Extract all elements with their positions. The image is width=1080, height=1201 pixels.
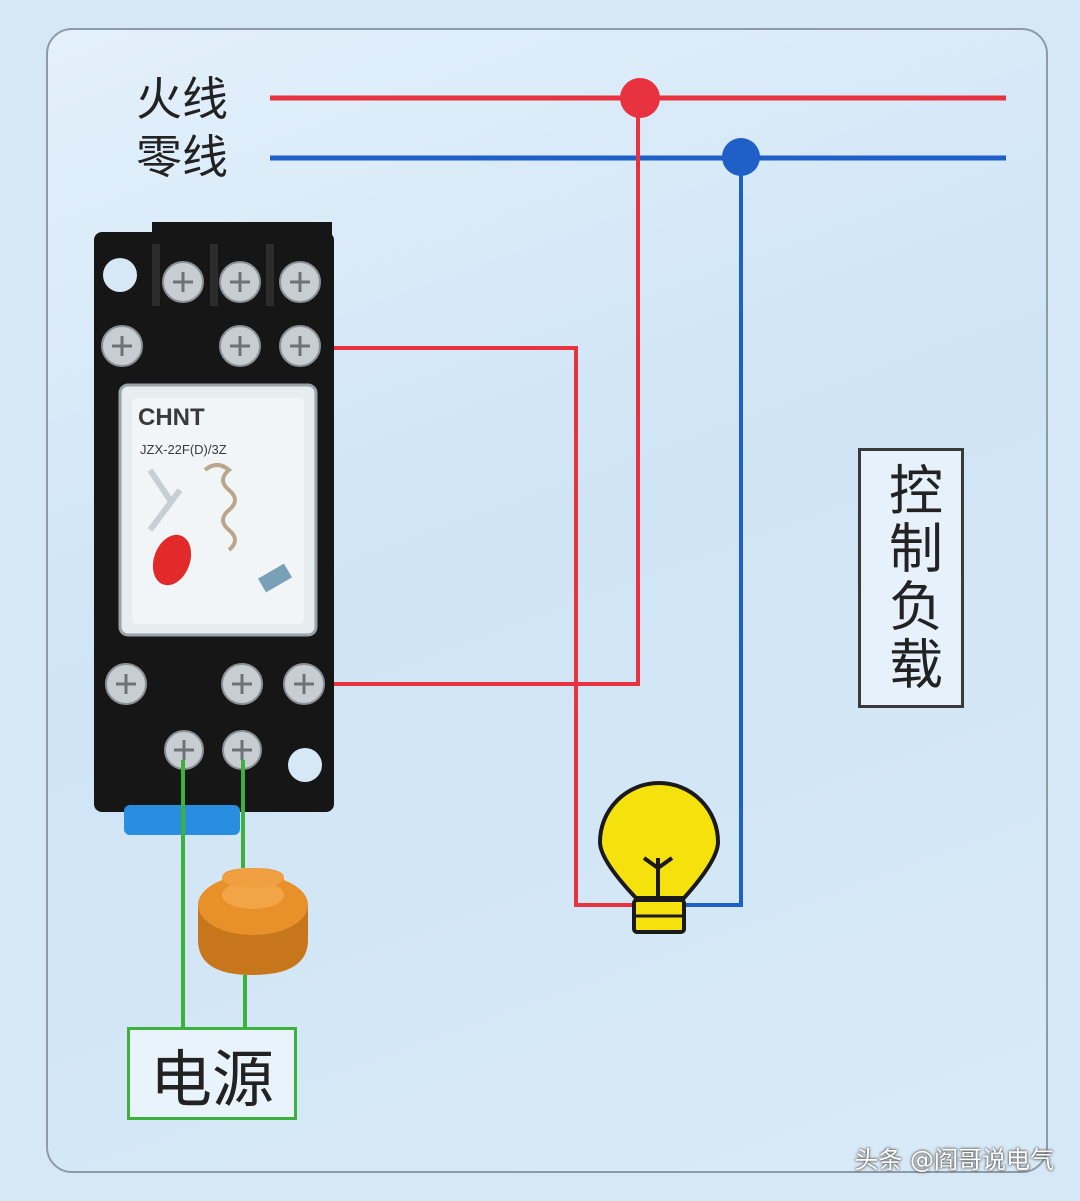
power-source-label: 电源 (149, 1042, 274, 1116)
control-load-box: 控制负载 (858, 448, 964, 708)
indicator-led (152, 534, 192, 586)
relay-cover (118, 383, 318, 637)
relay-model: JZX-22F(D)/3Z (140, 442, 227, 457)
live-junction-dot (620, 78, 660, 118)
light-bulb-icon (597, 781, 721, 934)
neutral-wire-label: 零线 (136, 130, 228, 184)
relay-output-wire (312, 346, 640, 907)
push-button (198, 868, 308, 975)
control-load-label: 控制负载 (879, 462, 943, 694)
relay-brand: CHNT (138, 404, 205, 431)
neutral-junction-dot (722, 138, 760, 176)
live-drop-wire (312, 98, 640, 686)
live-wire-label: 火线 (136, 72, 228, 126)
watermark: 头条 @阎哥说电气 (854, 1146, 1054, 1174)
neutral-drop-wire (680, 158, 743, 907)
power-source-box: 电源 (127, 1027, 297, 1120)
